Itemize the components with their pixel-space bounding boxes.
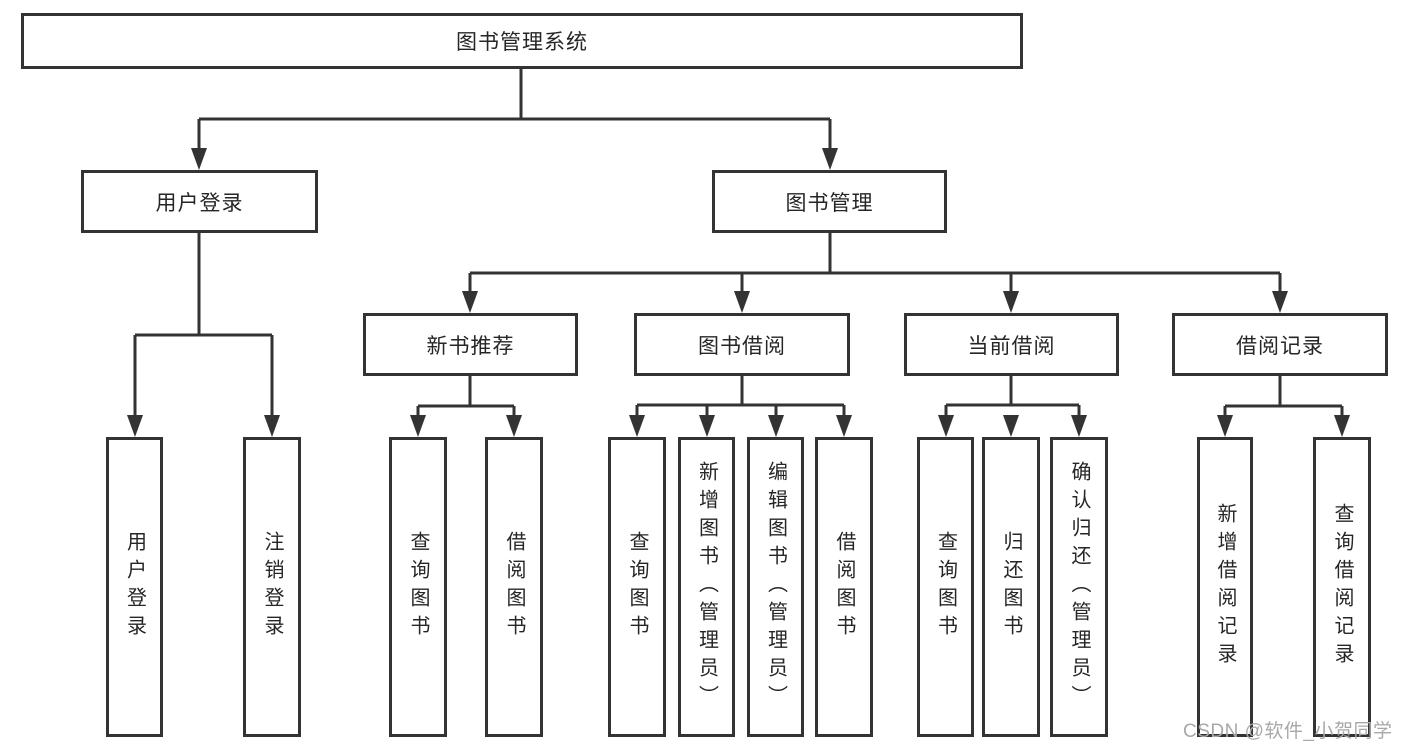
node-borrowing-records: 借阅记录 — [1172, 313, 1388, 376]
node-user-login-label: 用户登录 — [155, 191, 244, 215]
node-book-management: 图书管理 — [712, 170, 947, 233]
leaf-add-books-admin-label: 新增图书（管理员） — [695, 461, 718, 713]
leaf-query-books-borrowing-label: 查询图书 — [626, 531, 648, 643]
leaf-logout: 注销登录 — [243, 437, 301, 737]
node-current-borrowing-label: 当前借阅 — [967, 334, 1056, 358]
node-borrowing-records-label: 借阅记录 — [1236, 334, 1324, 358]
leaf-add-books-admin: 新增图书（管理员） — [678, 437, 735, 737]
leaf-borrow-books-borrowing-label: 借阅图书 — [833, 531, 855, 643]
node-book-management-label: 图书管理 — [785, 191, 874, 215]
leaf-return-books-label: 归还图书 — [1000, 531, 1022, 643]
leaf-confirm-return-admin: 确认归还（管理员） — [1050, 437, 1108, 737]
node-user-login: 用户登录 — [81, 170, 318, 233]
node-new-book-recommendation-label: 新书推荐 — [426, 334, 515, 358]
leaf-add-borrowing-record: 新增借阅记录 — [1197, 437, 1253, 737]
leaf-edit-books-admin-label: 编辑图书（管理员） — [764, 461, 787, 713]
leaf-edit-books-admin: 编辑图书（管理员） — [747, 437, 804, 737]
leaf-query-borrowing-record: 查询借阅记录 — [1313, 437, 1371, 737]
leaf-query-books-recommendation: 查询图书 — [389, 437, 447, 737]
leaf-confirm-return-admin-label: 确认归还（管理员） — [1068, 461, 1090, 713]
leaf-query-books-recommendation-label: 查询图书 — [407, 531, 429, 643]
leaf-query-borrowing-record-label: 查询借阅记录 — [1331, 503, 1353, 671]
node-new-book-recommendation: 新书推荐 — [363, 313, 578, 376]
leaf-return-books: 归还图书 — [982, 437, 1040, 737]
node-root-label: 图书管理系统 — [456, 31, 588, 54]
leaf-query-books-borrowing: 查询图书 — [608, 437, 666, 737]
leaf-query-books-current: 查询图书 — [917, 437, 974, 737]
leaf-user-login: 用户登录 — [106, 437, 163, 737]
leaf-borrow-books-borrowing: 借阅图书 — [815, 437, 873, 737]
leaf-logout-label: 注销登录 — [261, 531, 283, 643]
csdn-watermark: CSDN @软件_小贺同学 — [1183, 721, 1393, 742]
node-root-system: 图书管理系统 — [21, 13, 1023, 69]
leaf-borrow-books-recommendation-label: 借阅图书 — [503, 531, 525, 643]
leaf-query-books-current-label: 查询图书 — [934, 531, 957, 643]
leaf-borrow-books-recommendation: 借阅图书 — [485, 437, 543, 737]
node-book-borrowing: 图书借阅 — [634, 313, 850, 376]
leaf-user-login-label: 用户登录 — [123, 531, 146, 643]
node-current-borrowing: 当前借阅 — [904, 313, 1119, 376]
node-book-borrowing-label: 图书借阅 — [698, 334, 786, 358]
leaf-add-borrowing-record-label: 新增借阅记录 — [1214, 503, 1236, 671]
